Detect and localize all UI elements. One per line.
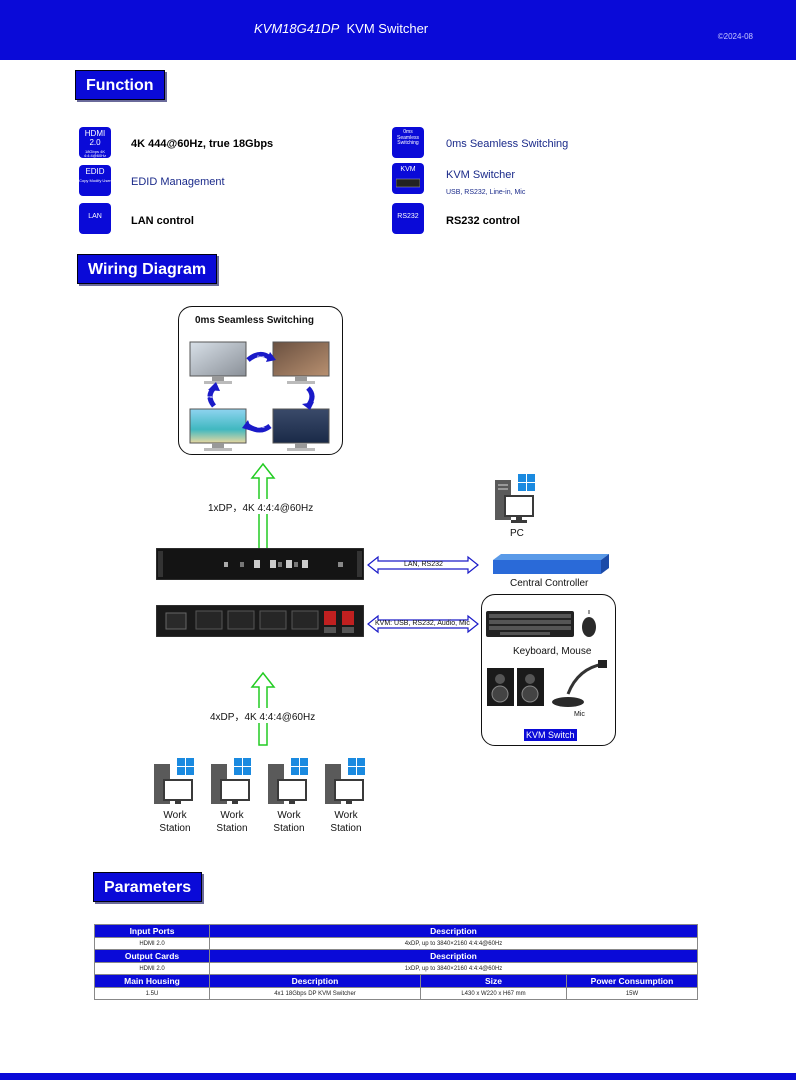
arrow-label-2: 0ms (317, 394, 325, 399)
model-name: KVM18G41DP (254, 21, 340, 36)
workstation-2-icon (211, 758, 251, 804)
table-header-cell: Input Ports (94, 924, 210, 938)
table-row: HDMI 2.0 4xDP, up to 3840×2160 4:4:4@60H… (94, 937, 698, 950)
hdmi-icon-text: HDMI 2.0 (84, 129, 106, 147)
table-header-cell: Main Housing (94, 974, 210, 988)
central-controller-icon (493, 554, 609, 574)
output-label: 1xDP，4K 4:4:4@60Hz (207, 499, 315, 514)
table-row: 1.5U 4x1 18Gbps DP KVM Switcher L430 x W… (94, 987, 698, 1000)
mouse-icon (582, 610, 596, 637)
product-name: KVM Switcher (346, 21, 429, 36)
feature-rs232-text: RS232 control (446, 215, 520, 227)
table-header-row: Input Ports Description (94, 924, 698, 938)
pc-label: PC (510, 528, 524, 539)
workstation-3-icon (268, 758, 308, 804)
monitor-top-left (189, 341, 247, 384)
central-controller-label: Central Controller (510, 578, 589, 589)
table-header-cell: Output Cards (94, 949, 210, 963)
microphone-icon (552, 660, 607, 707)
table-row: HDMI 2.0 1xDP, up to 3840×2160 4:4:4@60H… (94, 962, 698, 975)
table-header-cell: Size (420, 974, 567, 988)
table-cell: 1.5U (94, 987, 210, 1000)
monitor-top-right (272, 341, 330, 384)
function-heading: Function (75, 70, 165, 100)
table-cell: HDMI 2.0 (94, 937, 210, 950)
kvm-device-icon (396, 178, 420, 187)
workstation-4-label: Work Station (330, 810, 362, 834)
table-header-cell: Description (209, 924, 698, 938)
seamless-icon: 0ms Seamless Switching (392, 127, 424, 158)
table-cell: 15W (566, 987, 698, 1000)
table-cell: 4x1 18Gbps DP KVM Switcher (209, 987, 421, 1000)
kvm-icon: KVM (392, 163, 424, 194)
keyboard-icon (486, 611, 574, 637)
hdmi-icon-sub: 18Gbps 4K 4:4:4@60Hz (83, 148, 107, 158)
page-header: KVM18G41DP KVM Switcher ©2024-08 (0, 0, 796, 60)
header-title: KVM18G41DP KVM Switcher (254, 21, 428, 36)
feature-edid-text: EDID Management (131, 176, 225, 188)
kvm-link-arrow (367, 614, 479, 634)
seamless-icon-text: 0ms Seamless Switching (397, 129, 419, 146)
pc-icon (495, 474, 535, 523)
table-header-cell: Description (209, 949, 698, 963)
header-date: ©2024-08 (717, 32, 753, 41)
kvm-link-label: KVM: USB, RS232, Audio, Mic (375, 620, 470, 627)
feature-seamless-text: 0ms Seamless Switching (446, 138, 569, 150)
rs232-icon: RS232 (392, 203, 424, 234)
table-cell: 1xDP, up to 3840×2160 4:4:4@60Hz (209, 962, 698, 975)
kvm-switch-label: KVM Switch (524, 729, 577, 741)
wiring-heading: Wiring Diagram (77, 254, 218, 284)
speakers-icon (487, 668, 544, 706)
table-header-row: Output Cards Description (94, 949, 698, 963)
arrow-label-4: 0ms (205, 394, 213, 399)
feature-kvm-text: KVM Switcher (446, 169, 516, 181)
switcher-front-panel (156, 548, 364, 580)
workstation-1-icon (154, 758, 194, 804)
edid-icon-sub: Copy Modify User (79, 177, 111, 183)
monitor-bottom-left (189, 408, 247, 451)
monitor-bottom-right (272, 408, 330, 451)
workstation-4-icon (325, 758, 365, 804)
table-header-row: Main Housing Description Size Power Cons… (94, 974, 698, 988)
table-header-cell: Power Consumption (566, 974, 698, 988)
lan-link-arrow (367, 555, 479, 575)
switcher-rear-panel (156, 605, 364, 637)
workstation-3-label: Work Station (273, 810, 305, 834)
workstation-1-label: Work Station (159, 810, 191, 834)
lan-icon: LAN (79, 203, 111, 234)
table-cell: 4xDP, up to 3840×2160 4:4:4@60Hz (209, 937, 698, 950)
edid-icon: EDID Copy Modify User (79, 165, 111, 196)
keyboard-mouse-label: Keyboard, Mouse (513, 646, 592, 657)
feature-hdmi-text: 4K 444@60Hz, true 18Gbps (131, 138, 274, 150)
rs232-icon-text: RS232 (397, 213, 419, 220)
lan-link-label: LAN, RS232 (404, 561, 443, 568)
table-cell: HDMI 2.0 (94, 962, 210, 975)
parameters-heading: Parameters (93, 872, 203, 902)
feature-lan-text: LAN control (131, 215, 194, 227)
kvm-icon-text: KVM (400, 166, 416, 173)
page-footer-bar (0, 1073, 796, 1080)
edid-icon-text: EDID (85, 167, 105, 176)
table-cell: L430 x W220 x H67 mm (420, 987, 567, 1000)
arrow-label-1: 0ms (257, 354, 265, 359)
table-header-cell: Description (209, 974, 421, 988)
hdmi-icon: HDMI 2.0 18Gbps 4K 4:4:4@60Hz (79, 127, 111, 158)
seamless-monitors-graphic (189, 341, 330, 451)
feature-kvm-sub: USB, RS232, Line-in, Mic (446, 189, 526, 196)
parameters-table: Input Ports Description HDMI 2.0 4xDP, u… (94, 924, 698, 1000)
arrow-label-3: 0ms (257, 424, 265, 429)
input-label: 4xDP，4K 4:4:4@60Hz (209, 708, 317, 723)
mic-label: Mic (574, 711, 585, 718)
workstation-2-label: Work Station (216, 810, 248, 834)
lan-icon-text: LAN (88, 213, 102, 220)
seamless-title: 0ms Seamless Switching (195, 315, 314, 326)
